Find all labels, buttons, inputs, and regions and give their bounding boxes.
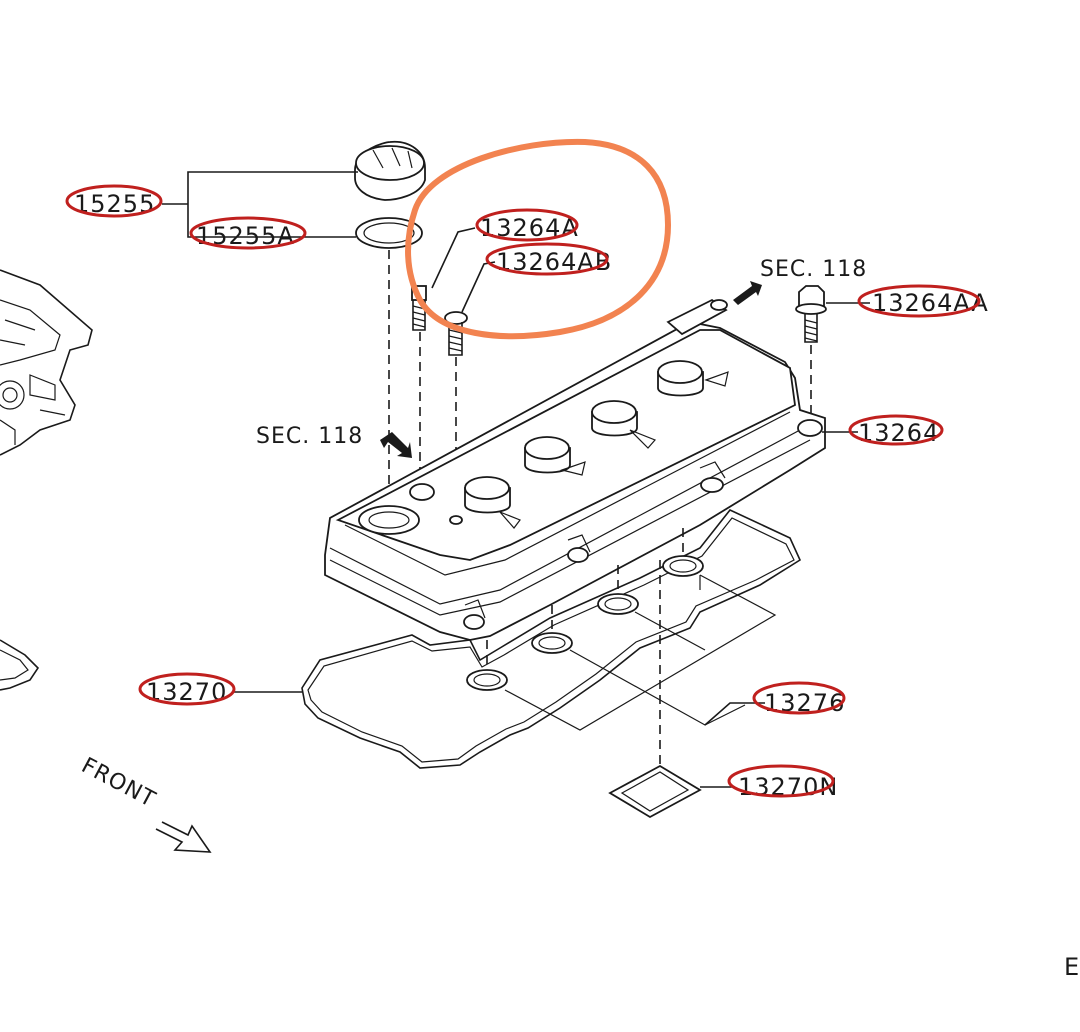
bolt-13264AB: [444, 311, 468, 356]
front-direction-arrow: [155, 821, 212, 853]
section-ref-right: SEC. 118: [760, 257, 867, 282]
leader-13264AB: [461, 261, 496, 313]
plug-boss-4: [657, 360, 729, 397]
cover-gasket: [301, 509, 802, 769]
small-gasket: [608, 764, 702, 819]
leader-13276: [704, 702, 765, 726]
bracket-partial: [0, 639, 40, 691]
plug-boss-1: [464, 476, 521, 529]
plug-boss-2: [524, 436, 586, 476]
oil-filler-cap: [354, 140, 426, 201]
plug-tube-seals: [466, 555, 704, 691]
sec-118-left-arrow: [380, 432, 412, 458]
callout-ellipses: [65, 184, 981, 798]
valve-cover: [324, 298, 826, 641]
corner-letter: E: [1064, 953, 1080, 981]
sec-118-right-arrow: [733, 281, 762, 305]
bolt-13264AA: [795, 285, 827, 343]
section-ref-left: SEC. 118: [256, 424, 363, 449]
front-label: FRONT: [77, 753, 160, 813]
leader-13264A: [431, 227, 476, 289]
engine-block-partial: [0, 269, 93, 456]
leader-15255: [162, 171, 358, 238]
plug-boss-3: [591, 400, 657, 449]
highlight-circle: [405, 138, 672, 340]
